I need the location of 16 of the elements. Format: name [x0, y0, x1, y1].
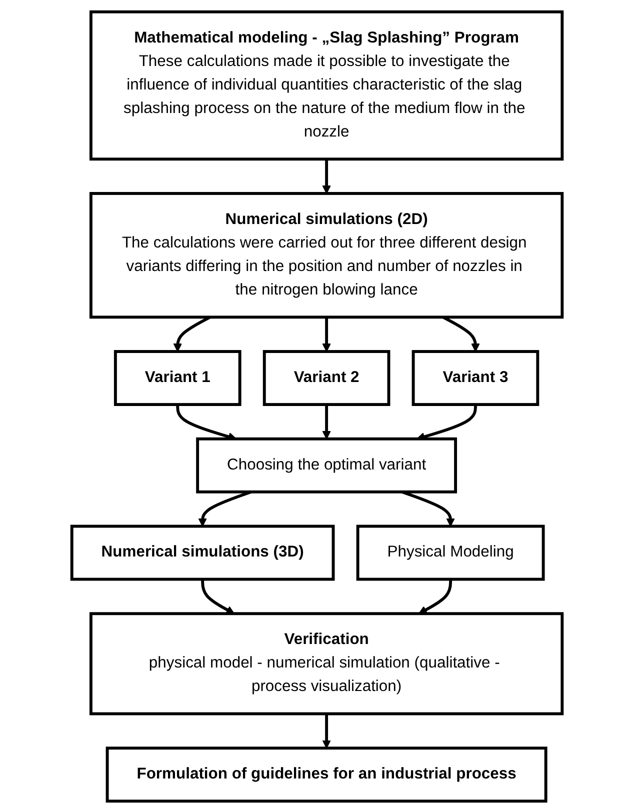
arrow: [322, 316, 332, 352]
node-box: Physical Modeling: [356, 524, 546, 580]
node-box: Verification physical model - numerical simulation (qualitative - process visualization): [90, 612, 564, 715]
arrow: [202, 578, 236, 614]
node-box: Formulation of guidelines for an industrial process: [106, 746, 548, 802]
node-box: Mathematical modeling - „Slag Splashing” Program These calculations made it possible to investigate the influence of individual quantities characteristic of the slag splashing process on the nature of the medium flow in the nozzle: [90, 10, 564, 160]
arrow: [322, 713, 332, 748]
node-box: Variant 1: [114, 350, 242, 406]
arrow: [322, 404, 332, 439]
node-box: Variant 3: [412, 350, 540, 406]
node-box: Numerical simulations (3D): [70, 524, 336, 580]
arrow: [322, 158, 332, 194]
arrow: [418, 578, 452, 614]
node-box: Numerical simulations (2D) The calculations were carried out for three different design variants differing in the position and number of nozzles in the nitrogen blowing lance: [90, 192, 564, 318]
node-box: Choosing the optimal variant: [196, 436, 458, 493]
node-box: Variant 2: [263, 350, 391, 406]
